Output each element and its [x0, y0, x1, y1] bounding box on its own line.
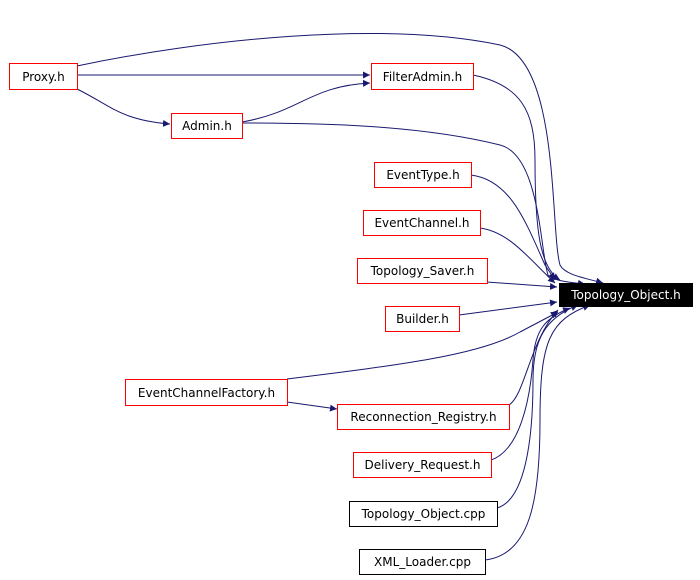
edge-topology-object-cpp-to-topology-object	[496, 304, 579, 509]
edge-admin-to-filteradmin	[241, 79, 371, 123]
node-admin-h[interactable]: Admin.h	[171, 113, 243, 139]
node-proxy-h[interactable]: Proxy.h	[9, 63, 78, 90]
node-eventchannel-h[interactable]: EventChannel.h	[363, 210, 481, 236]
edge-filteradmin-to-topology-object	[472, 74, 561, 281]
edge-eventtype-to-topology-object	[470, 174, 556, 281]
node-eventchannelfactory-h[interactable]: EventChannelFactory.h	[125, 379, 288, 406]
edge-proxy-to-topology-object	[76, 33, 604, 285]
edge-builder-to-topology-object	[458, 299, 558, 316]
edge-reconnection-registry-to-topology-object	[508, 309, 559, 406]
edge-proxy-to-admin	[76, 88, 171, 127]
edge-eventchannelfactory-to-topology-object	[286, 311, 559, 380]
edge-delivery-request-to-topology-object	[490, 307, 571, 461]
node-builder-h[interactable]: Builder.h	[385, 306, 460, 332]
edge-eventchannel-to-topology-object	[479, 227, 556, 284]
edge-xml-loader-to-topology-object	[484, 304, 591, 561]
edge-eventchannelfactory-to-reconnection-registry	[286, 401, 338, 412]
node-delivery-request-h[interactable]: Delivery_Request.h	[353, 452, 492, 478]
node-xml-loader-cpp[interactable]: XML_Loader.cpp	[359, 549, 486, 575]
node-reconnection-registry-h[interactable]: Reconnection_Registry.h	[337, 404, 510, 430]
node-topology-object-h-target[interactable]: Topology_Object.h	[559, 283, 693, 307]
node-filteradmin-h[interactable]: FilterAdmin.h	[371, 63, 474, 90]
edge-topology-saver-to-topology-object	[486, 281, 558, 290]
node-topology-saver-h[interactable]: Topology_Saver.h	[357, 258, 488, 284]
node-eventtype-h[interactable]: EventType.h	[374, 162, 472, 188]
node-topology-object-cpp[interactable]: Topology_Object.cpp	[349, 501, 498, 527]
